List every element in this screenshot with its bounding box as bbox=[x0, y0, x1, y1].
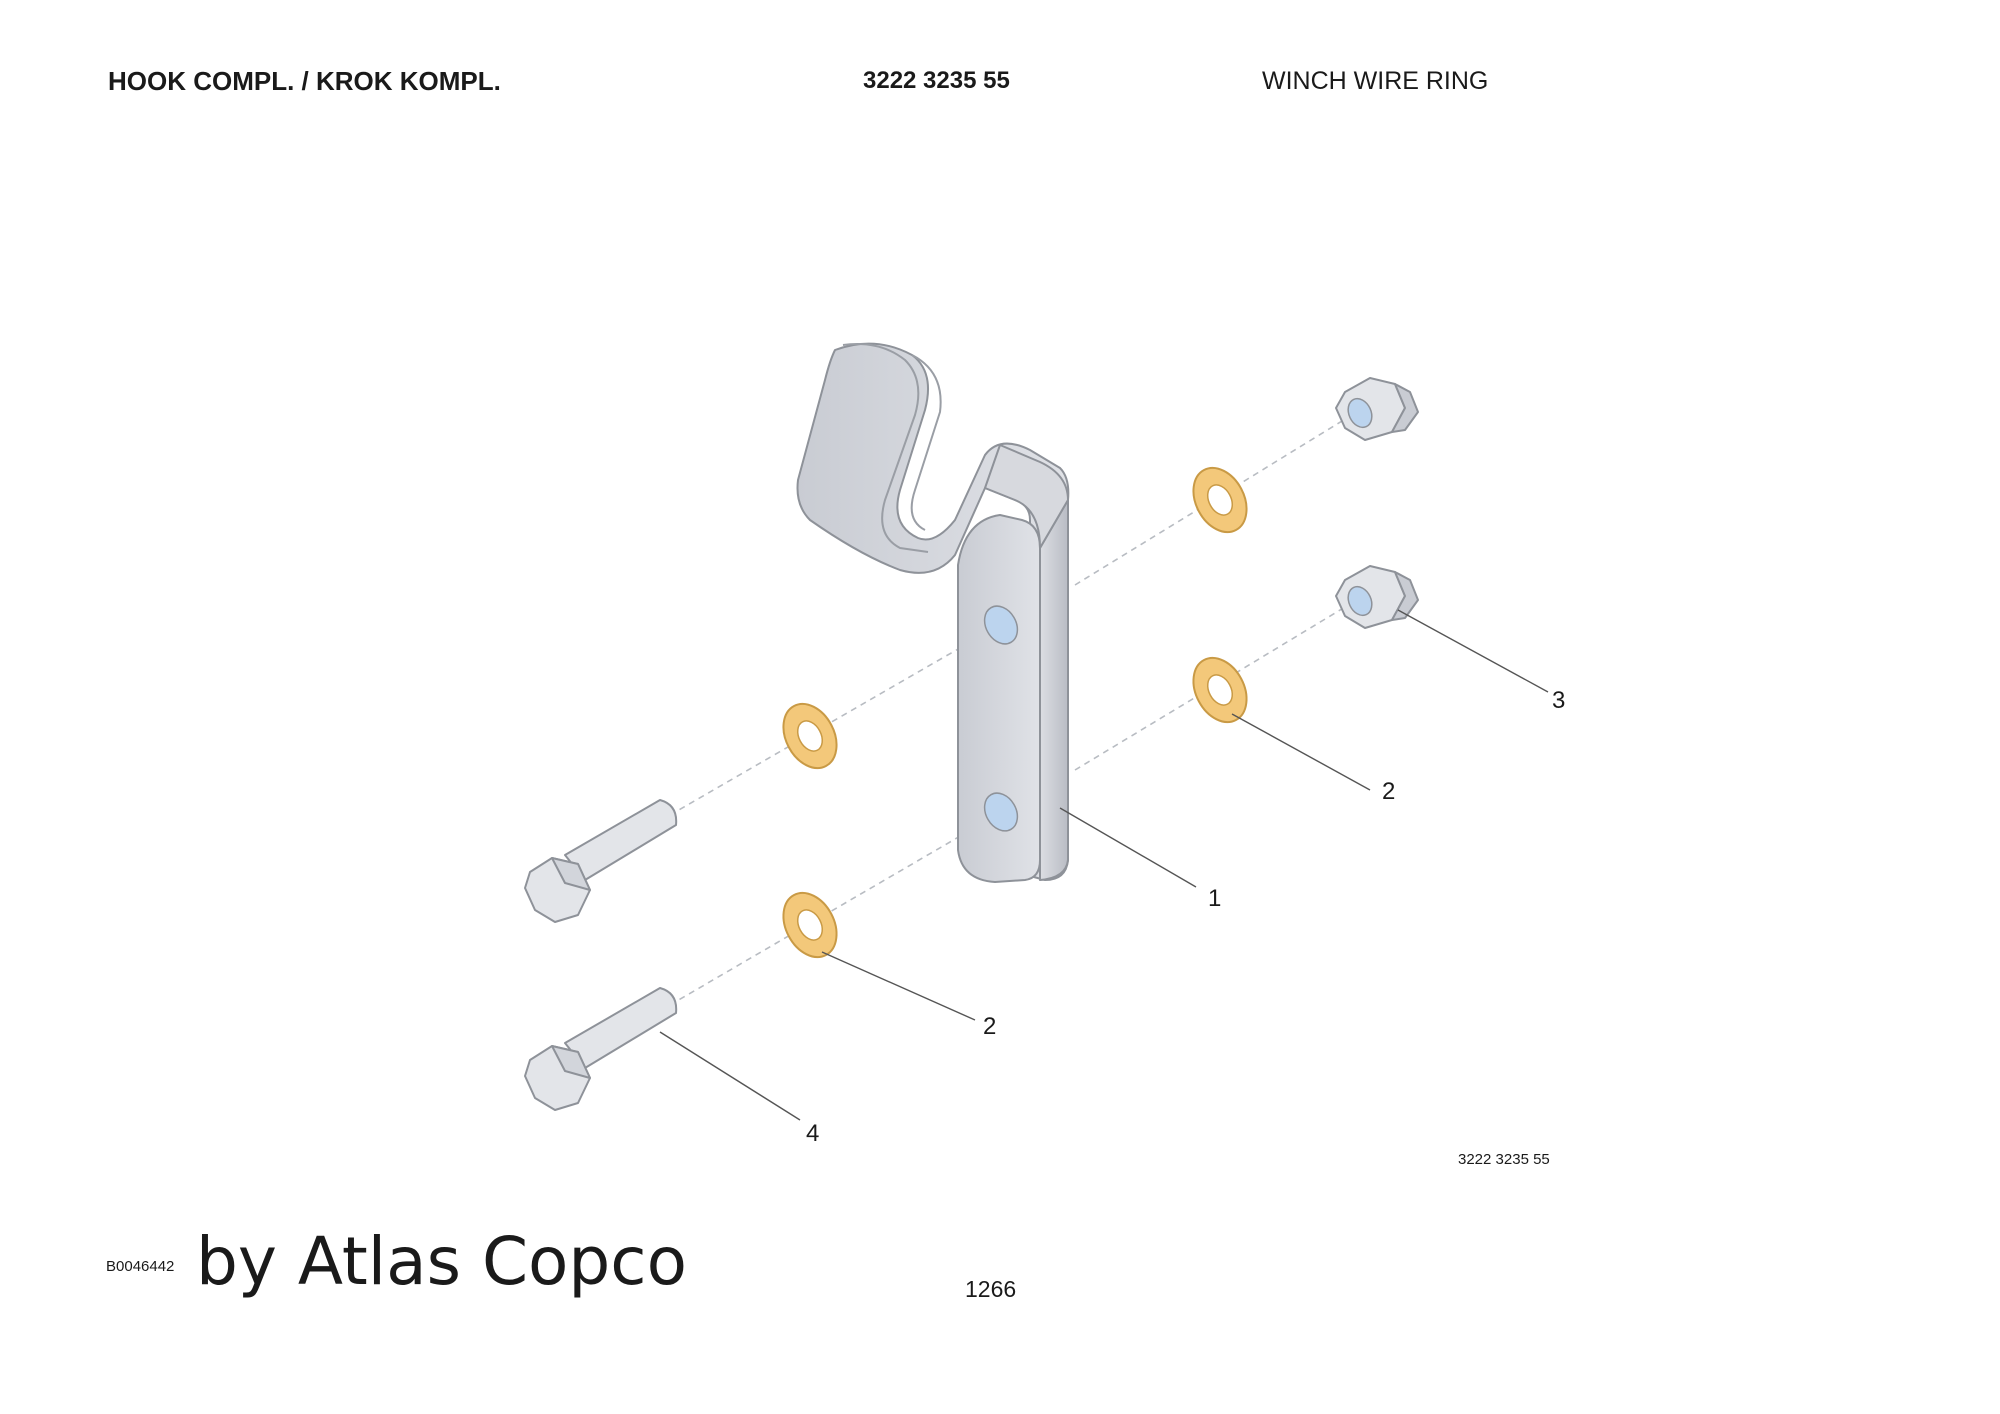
nut-upper bbox=[1335, 377, 1419, 441]
leader-lines bbox=[659, 609, 1549, 1121]
hook-hole-upper bbox=[983, 605, 1019, 645]
callout-washer-lower-left: 2 bbox=[983, 1013, 996, 1040]
washer-right-upper bbox=[1192, 466, 1248, 534]
hook-curl-edge bbox=[910, 354, 942, 531]
brand-label: by Atlas Copco bbox=[196, 1223, 687, 1300]
header-description: WINCH WIRE RING bbox=[1262, 67, 1489, 95]
header-part-number: 3222 3235 55 bbox=[863, 67, 1010, 94]
washer-right-lower bbox=[1192, 656, 1248, 724]
nut-lower bbox=[1335, 565, 1419, 629]
hook-part bbox=[796, 342, 1070, 883]
bolt-upper bbox=[524, 799, 678, 923]
hook-curl-front bbox=[842, 343, 929, 553]
washer-left-upper bbox=[782, 702, 838, 770]
drawing-reference-number: 3222 3235 55 bbox=[1458, 1151, 1550, 1168]
callout-nut: 3 bbox=[1552, 687, 1565, 714]
callout-bolt: 4 bbox=[806, 1120, 819, 1147]
callout-hook: 1 bbox=[1208, 885, 1221, 912]
page-number: 1266 bbox=[965, 1276, 1017, 1302]
hook-bar-side bbox=[1039, 499, 1069, 881]
hook-hole-lower bbox=[983, 792, 1019, 832]
callout-washer-right: 2 bbox=[1382, 778, 1395, 805]
bolt-lower bbox=[524, 987, 678, 1111]
hook-bend bbox=[984, 444, 1069, 549]
document-code: B0046442 bbox=[106, 1258, 175, 1275]
washer-left-lower bbox=[782, 891, 838, 959]
header-title: HOOK COMPL. / KROK KOMPL. bbox=[108, 66, 501, 96]
